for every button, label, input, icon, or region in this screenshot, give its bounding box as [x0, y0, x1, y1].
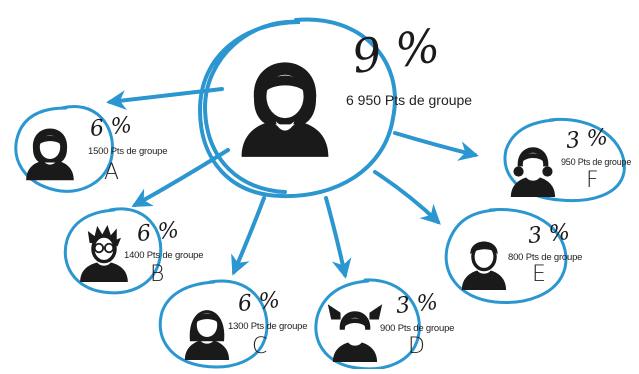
member-b-ring	[63, 207, 163, 295]
member-f-points: 950 Pts de groupe	[561, 157, 632, 167]
arrow-to-e	[373, 170, 441, 225]
member-f-node	[503, 117, 626, 203]
arrow-to-a	[106, 87, 224, 111]
woman-long-hair-icon	[184, 310, 230, 360]
center-ring	[197, 17, 397, 199]
boy-icon	[461, 241, 507, 290]
member-b-node	[63, 207, 163, 295]
girl-braids-icon	[510, 147, 556, 197]
member-d-ring	[314, 278, 421, 371]
member-f-ring	[503, 117, 626, 203]
member-e-letter: E	[532, 262, 546, 287]
girl-pigtails-icon	[327, 304, 383, 362]
center-points: 6 950 Pts de groupe	[346, 92, 473, 108]
member-a-letter: A	[104, 160, 120, 185]
member-c-ring	[158, 279, 269, 369]
member-b-letter: B	[150, 262, 165, 287]
member-c-percent: 6 %	[236, 287, 282, 318]
member-d-node	[314, 278, 421, 371]
member-e-ring	[444, 207, 568, 305]
member-e-percent: 3 %	[526, 219, 572, 250]
member-c-points: 1300 Pts de groupe	[228, 321, 308, 332]
member-a-points: 1500 Pts de groupe	[88, 146, 168, 157]
arrow-to-c	[231, 196, 266, 276]
member-a-ring	[14, 105, 114, 193]
member-f-percent: 3 %	[564, 124, 610, 155]
member-d-percent: 3 %	[394, 289, 440, 320]
woman-short-hair-icon	[26, 128, 74, 181]
arrow-to-f	[393, 131, 479, 161]
member-b-percent: 6 %	[135, 217, 181, 248]
arrow-to-d	[324, 196, 352, 279]
member-e-node	[444, 207, 568, 305]
man-glasses-spiky-hair-icon	[80, 225, 128, 282]
member-c-node	[158, 279, 269, 369]
member-b-points: 1400 Pts de groupe	[124, 250, 204, 261]
member-a-percent: 6 %	[88, 112, 134, 143]
center-node	[197, 17, 397, 199]
member-e-points: 800 Pts de groupe	[508, 252, 583, 263]
center-percent: 9 %	[348, 18, 443, 84]
member-f-letter: F	[586, 168, 599, 193]
member-c-letter: C	[252, 334, 268, 359]
member-a-node	[14, 105, 114, 193]
woman-center-icon	[241, 62, 329, 157]
member-d-points: 900 Pts de groupe	[380, 323, 455, 334]
member-d-letter: D	[408, 334, 425, 359]
